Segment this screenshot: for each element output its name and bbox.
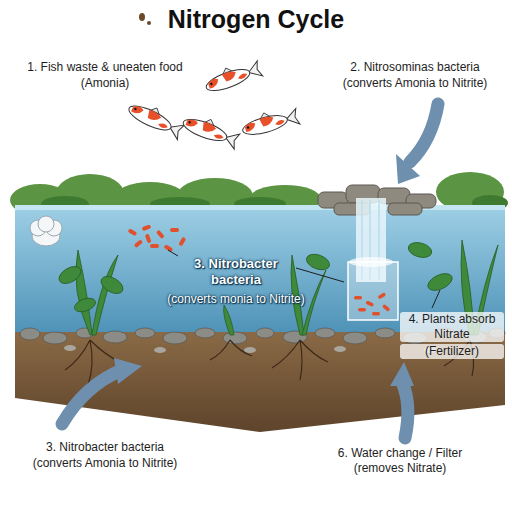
diagram-title: Nitrogen Cycle [126, 4, 386, 35]
callout-label: 1. Fish waste & uneaten food [10, 60, 200, 75]
callout-label: 3. Nitrobacter bacteria [10, 440, 200, 455]
callout-label: (Fertilizer) [400, 344, 504, 359]
callout-label: 3. Nitrobacter bacteria [178, 256, 294, 289]
callout-label: (converts Amonia to Nitrite) [10, 456, 200, 471]
callout-label: 4. Plants absorb Nitrate [400, 312, 504, 342]
callout-label: (converts Amonia to Nitrite) [325, 76, 505, 91]
callout-label: 6. Water change / Filter (removes Nitrat… [324, 446, 476, 476]
callout-label: 2. Nitrosominas bacteria [325, 60, 505, 75]
callout-label: (converts monia to Nitrite) [147, 292, 325, 307]
callout-label: (Amonia) [10, 76, 200, 91]
